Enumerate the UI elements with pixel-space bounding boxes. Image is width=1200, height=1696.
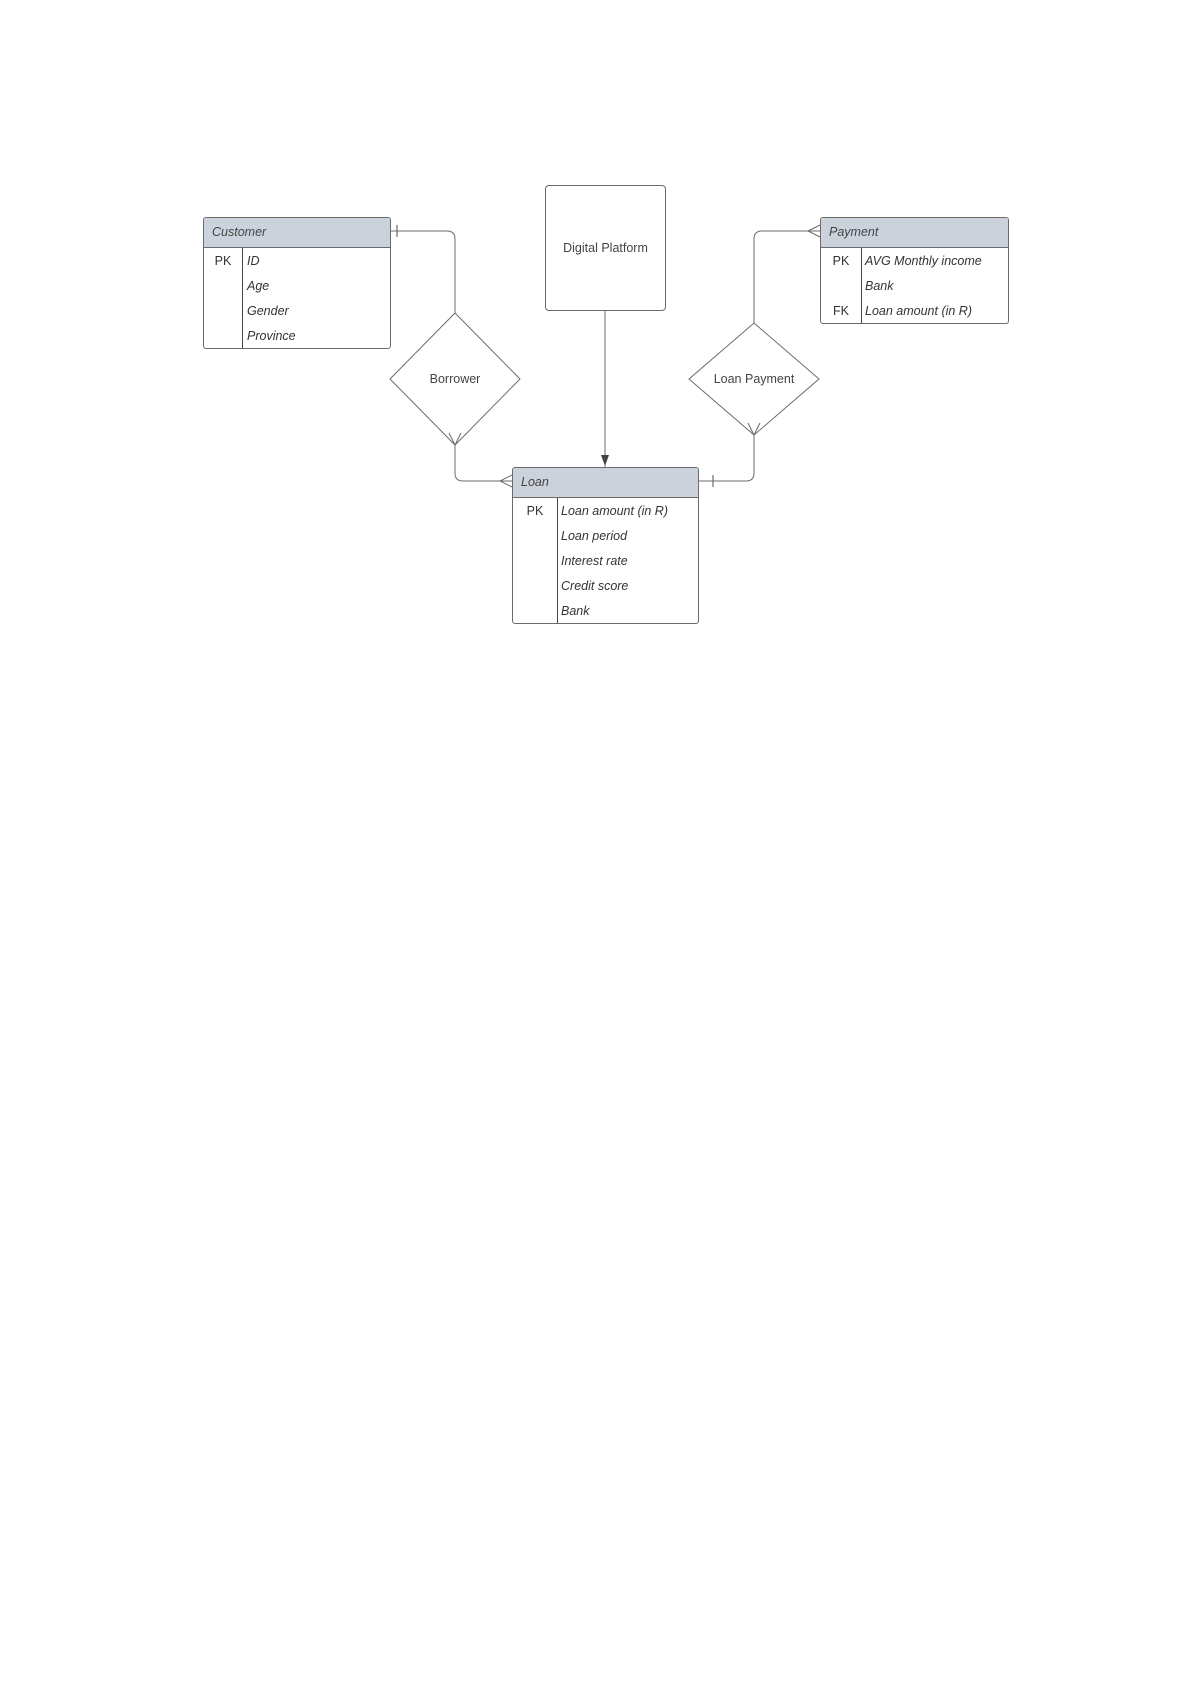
key-label: PK <box>832 254 850 268</box>
digital-platform-box: Digital Platform <box>545 185 666 311</box>
entity-payment-body: PK AVG Monthly income Bank FK Loan amoun… <box>821 248 1008 323</box>
entity-customer: Customer PK ID Age Gender Province <box>203 217 391 349</box>
entity-row: FK Loan amount (in R) <box>821 299 1008 323</box>
entity-loan: Loan PK Loan amount (in R) Loan period I… <box>512 467 699 624</box>
attribute-label: AVG Monthly income <box>865 254 982 268</box>
entity-row: PK ID <box>204 249 390 274</box>
digital-platform-label: Digital Platform <box>563 241 648 255</box>
entity-row: Gender <box>204 299 390 324</box>
entity-row: Credit score <box>513 574 698 599</box>
entity-customer-body: PK ID Age Gender Province <box>204 248 390 348</box>
attribute-label: Loan amount (in R) <box>865 304 973 318</box>
entity-payment-title: Payment <box>821 218 1008 248</box>
entity-customer-title: Customer <box>204 218 390 248</box>
entity-row: Bank <box>513 599 698 623</box>
attribute-label: Bank <box>865 279 894 293</box>
key-column-divider <box>861 248 862 323</box>
entity-row: Bank <box>821 274 1008 299</box>
key-column-divider <box>557 498 558 623</box>
entity-payment: Payment PK AVG Monthly income Bank FK Lo… <box>820 217 1009 324</box>
key-label: PK <box>526 504 544 518</box>
connector-customer-borrower <box>391 230 456 313</box>
connector-loanpayment-loan <box>699 435 755 482</box>
entity-row: Age <box>204 274 390 299</box>
arrow-marker-loan-top <box>601 455 609 466</box>
attribute-label: Interest rate <box>561 554 628 568</box>
key-label: FK <box>833 304 849 318</box>
entity-row: PK AVG Monthly income <box>821 249 1008 274</box>
attribute-label: Credit score <box>561 579 629 593</box>
attribute-label: Age <box>247 279 270 293</box>
attribute-label: Province <box>247 329 296 343</box>
connector-borrower-loan <box>454 445 512 482</box>
many-marker-payment-left <box>806 224 821 238</box>
attribute-label: Loan amount (in R) <box>561 504 669 518</box>
many-marker-loanpayment-bottom <box>747 422 761 437</box>
many-marker-borrower-bottom <box>448 432 462 447</box>
attribute-label: Gender <box>247 304 289 318</box>
entity-loan-title: Loan <box>513 468 698 498</box>
key-column-divider <box>242 248 243 348</box>
key-label: PK <box>214 254 232 268</box>
entity-row: Interest rate <box>513 549 698 574</box>
entity-row: Province <box>204 324 390 348</box>
entity-row: PK Loan amount (in R) <box>513 499 698 524</box>
entity-loan-body: PK Loan amount (in R) Loan period Intere… <box>513 498 698 623</box>
entity-row: Loan period <box>513 524 698 549</box>
connector-payment-loanpayment <box>753 230 820 323</box>
many-marker-loan-left <box>498 474 513 488</box>
attribute-label: Bank <box>561 604 590 618</box>
attribute-label: Loan period <box>561 529 628 543</box>
attribute-label: ID <box>247 254 260 268</box>
relationship-label-loan-payment: Loan Payment <box>713 372 795 386</box>
relationship-label-borrower: Borrower <box>429 372 481 386</box>
